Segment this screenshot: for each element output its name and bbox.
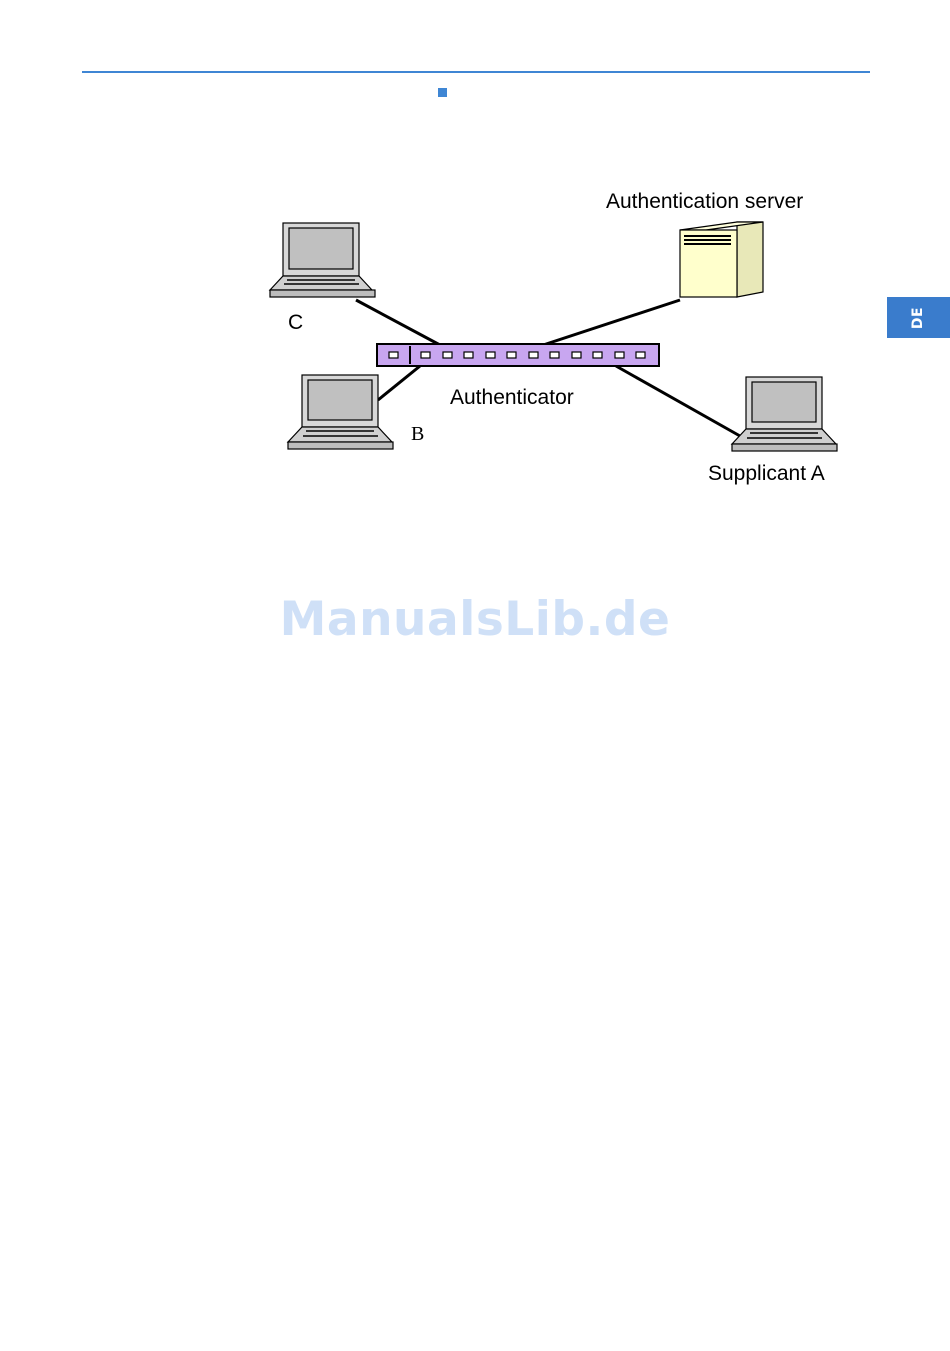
server-icon [680,222,763,297]
link-b-switch [378,366,420,400]
link-switch-a [616,366,740,436]
link-c-switch [356,300,440,345]
authenticator-switch [377,344,659,366]
connection-lines [356,300,740,436]
link-server-switch [528,300,680,350]
client-c-label: C [288,311,303,334]
client-b-label: B [411,423,424,445]
laptop-b-icon [288,375,393,449]
laptop-a-icon [732,377,837,451]
switch-label: Authenticator [450,386,574,409]
supplicant-a-label: Supplicant A [708,462,825,485]
server-label: Authentication server [606,190,803,213]
laptop-c-icon [270,223,375,297]
watermark-text: ManualsLib.de [0,592,950,647]
